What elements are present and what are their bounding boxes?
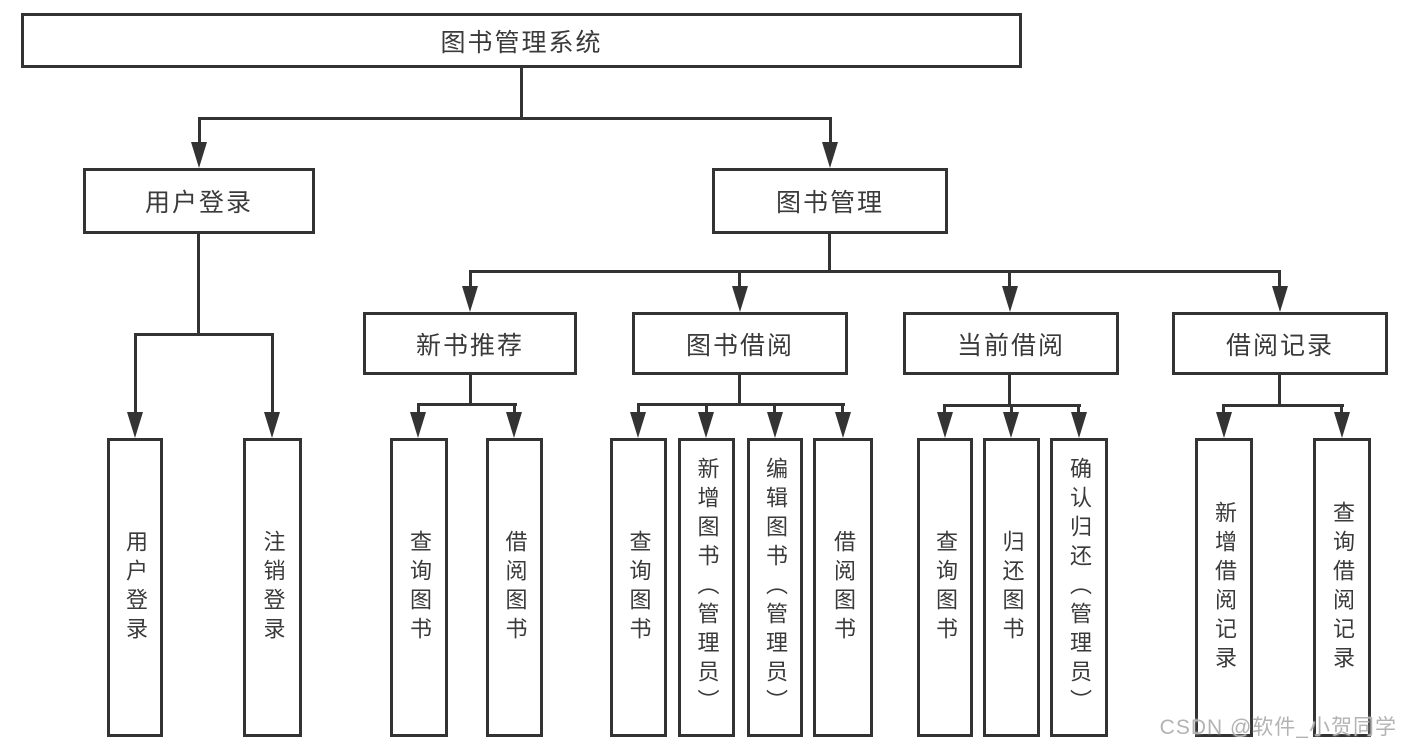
node-new-book-recommend: 新书推荐	[363, 312, 577, 375]
node-leaf-query-books-2: 查询图书	[610, 438, 667, 737]
connector-line	[1222, 404, 1225, 413]
arrow-down-icon	[191, 142, 207, 168]
connector-line	[198, 117, 201, 147]
node-borrowing-records: 借阅记录	[1172, 312, 1388, 375]
connector-line	[198, 117, 832, 120]
connector-line	[637, 403, 845, 406]
arrow-down-icon	[1071, 412, 1087, 438]
connector-line	[1222, 404, 1344, 407]
connector-line	[943, 404, 946, 413]
connector-line	[1008, 375, 1011, 407]
connector-line	[513, 403, 516, 413]
node-leaf-user-login: 用户登录	[107, 438, 163, 737]
node-leaf-confirm-return: 确认归还（管理员）	[1050, 438, 1108, 737]
connector-line	[738, 375, 741, 406]
connector-line	[271, 333, 274, 415]
connector-line	[1008, 270, 1011, 288]
arrow-down-icon	[1002, 286, 1018, 312]
arrow-down-icon	[1334, 412, 1350, 438]
arrow-down-icon	[1003, 412, 1019, 438]
connector-line	[197, 233, 200, 336]
node-leaf-borrow-books-1: 借阅图书	[486, 438, 543, 737]
arrow-down-icon	[630, 412, 646, 438]
arrow-down-icon	[767, 412, 783, 438]
connector-line	[520, 68, 523, 120]
node-user-login: 用户登录	[83, 168, 315, 234]
connector-line	[417, 403, 517, 406]
connector-line	[1340, 404, 1343, 413]
arrow-down-icon	[937, 412, 953, 438]
node-leaf-borrow-books-2: 借阅图书	[813, 438, 873, 737]
node-leaf-query-borrow-record: 查询借阅记录	[1313, 438, 1371, 737]
node-leaf-logout: 注销登录	[243, 438, 302, 737]
connector-line	[841, 403, 844, 413]
arrow-down-icon	[506, 412, 522, 438]
connector-line	[829, 117, 832, 147]
arrow-down-icon	[732, 286, 748, 312]
arrow-down-icon	[127, 412, 143, 438]
connector-line	[469, 270, 472, 288]
arrow-down-icon	[698, 412, 714, 438]
connector-line	[134, 333, 274, 336]
connector-line	[469, 375, 472, 406]
node-leaf-return-books: 归还图书	[983, 438, 1040, 737]
node-leaf-edit-books: 编辑图书（管理员）	[747, 438, 803, 737]
node-book-borrowing: 图书借阅	[632, 312, 848, 375]
node-leaf-add-books: 新增图书（管理员）	[678, 438, 735, 737]
node-book-management: 图书管理	[712, 168, 948, 234]
connector-line	[469, 270, 1281, 273]
node-leaf-query-books-3: 查询图书	[917, 438, 973, 737]
connector-line	[738, 270, 741, 288]
node-leaf-query-books-1: 查询图书	[390, 438, 448, 737]
connector-line	[1077, 404, 1080, 413]
connector-line	[1278, 270, 1281, 288]
connector-line	[1010, 404, 1013, 413]
node-leaf-add-borrow-record: 新增借阅记录	[1195, 438, 1253, 737]
connector-line	[705, 403, 708, 413]
watermark: CSDN @软件_小贺同学	[1159, 716, 1397, 739]
arrow-down-icon	[835, 412, 851, 438]
arrow-down-icon	[1272, 286, 1288, 312]
arrow-down-icon	[410, 412, 426, 438]
connector-line	[828, 234, 831, 273]
node-current-borrowing: 当前借阅	[903, 312, 1119, 375]
arrow-down-icon	[1216, 412, 1232, 438]
connector-line	[637, 403, 640, 413]
arrow-down-icon	[462, 286, 478, 312]
connector-line	[417, 403, 420, 413]
node-root: 图书管理系统	[21, 13, 1022, 68]
connector-line	[1278, 375, 1281, 407]
arrow-down-icon	[264, 412, 280, 438]
arrow-down-icon	[822, 142, 838, 168]
connector-line	[773, 403, 776, 413]
connector-line	[134, 333, 137, 415]
